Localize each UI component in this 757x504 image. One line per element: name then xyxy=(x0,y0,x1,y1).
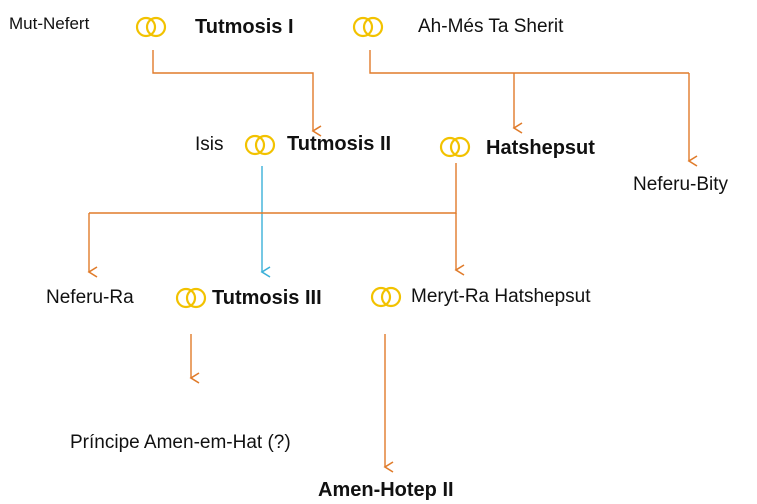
person-mut-nefert: Mut-Nefert xyxy=(9,14,90,33)
marriage-rings-icon xyxy=(175,287,207,309)
marriage-rings-icon xyxy=(439,136,471,158)
marriage-rings-icon xyxy=(370,286,402,308)
person-tutmosis-ii: Tutmosis II xyxy=(287,133,392,155)
line-tutmosis-i-to-tutmosis-ii xyxy=(152,50,322,137)
line-hatshepsut-branch xyxy=(89,163,457,214)
marriage-rings-icon xyxy=(352,16,384,38)
person-neferu-bity: Neferu-Bity xyxy=(633,174,729,195)
marriage-rings-icon xyxy=(244,134,276,156)
person-ah-mes-ta-sherit: Ah-Més Ta Sherit xyxy=(418,16,564,37)
person-amen-em-hat: Príncipe Amen-em-Hat (?) xyxy=(70,432,291,453)
person-isis: Isis xyxy=(195,134,224,155)
marriage-rings-icon xyxy=(135,16,167,38)
line-ah-mes-branch xyxy=(369,50,689,74)
person-amen-hotep-ii: Amen-Hotep II xyxy=(318,479,454,501)
person-tutmosis-iii: Tutmosis III xyxy=(212,287,322,309)
person-meryt-ra-hatshepsut: Meryt-Ra Hatshepsut xyxy=(411,286,591,307)
person-neferu-ra: Neferu-Ra xyxy=(46,287,134,308)
person-tutmosis-i: Tutmosis I xyxy=(195,16,294,38)
person-hatshepsut: Hatshepsut xyxy=(486,137,595,159)
